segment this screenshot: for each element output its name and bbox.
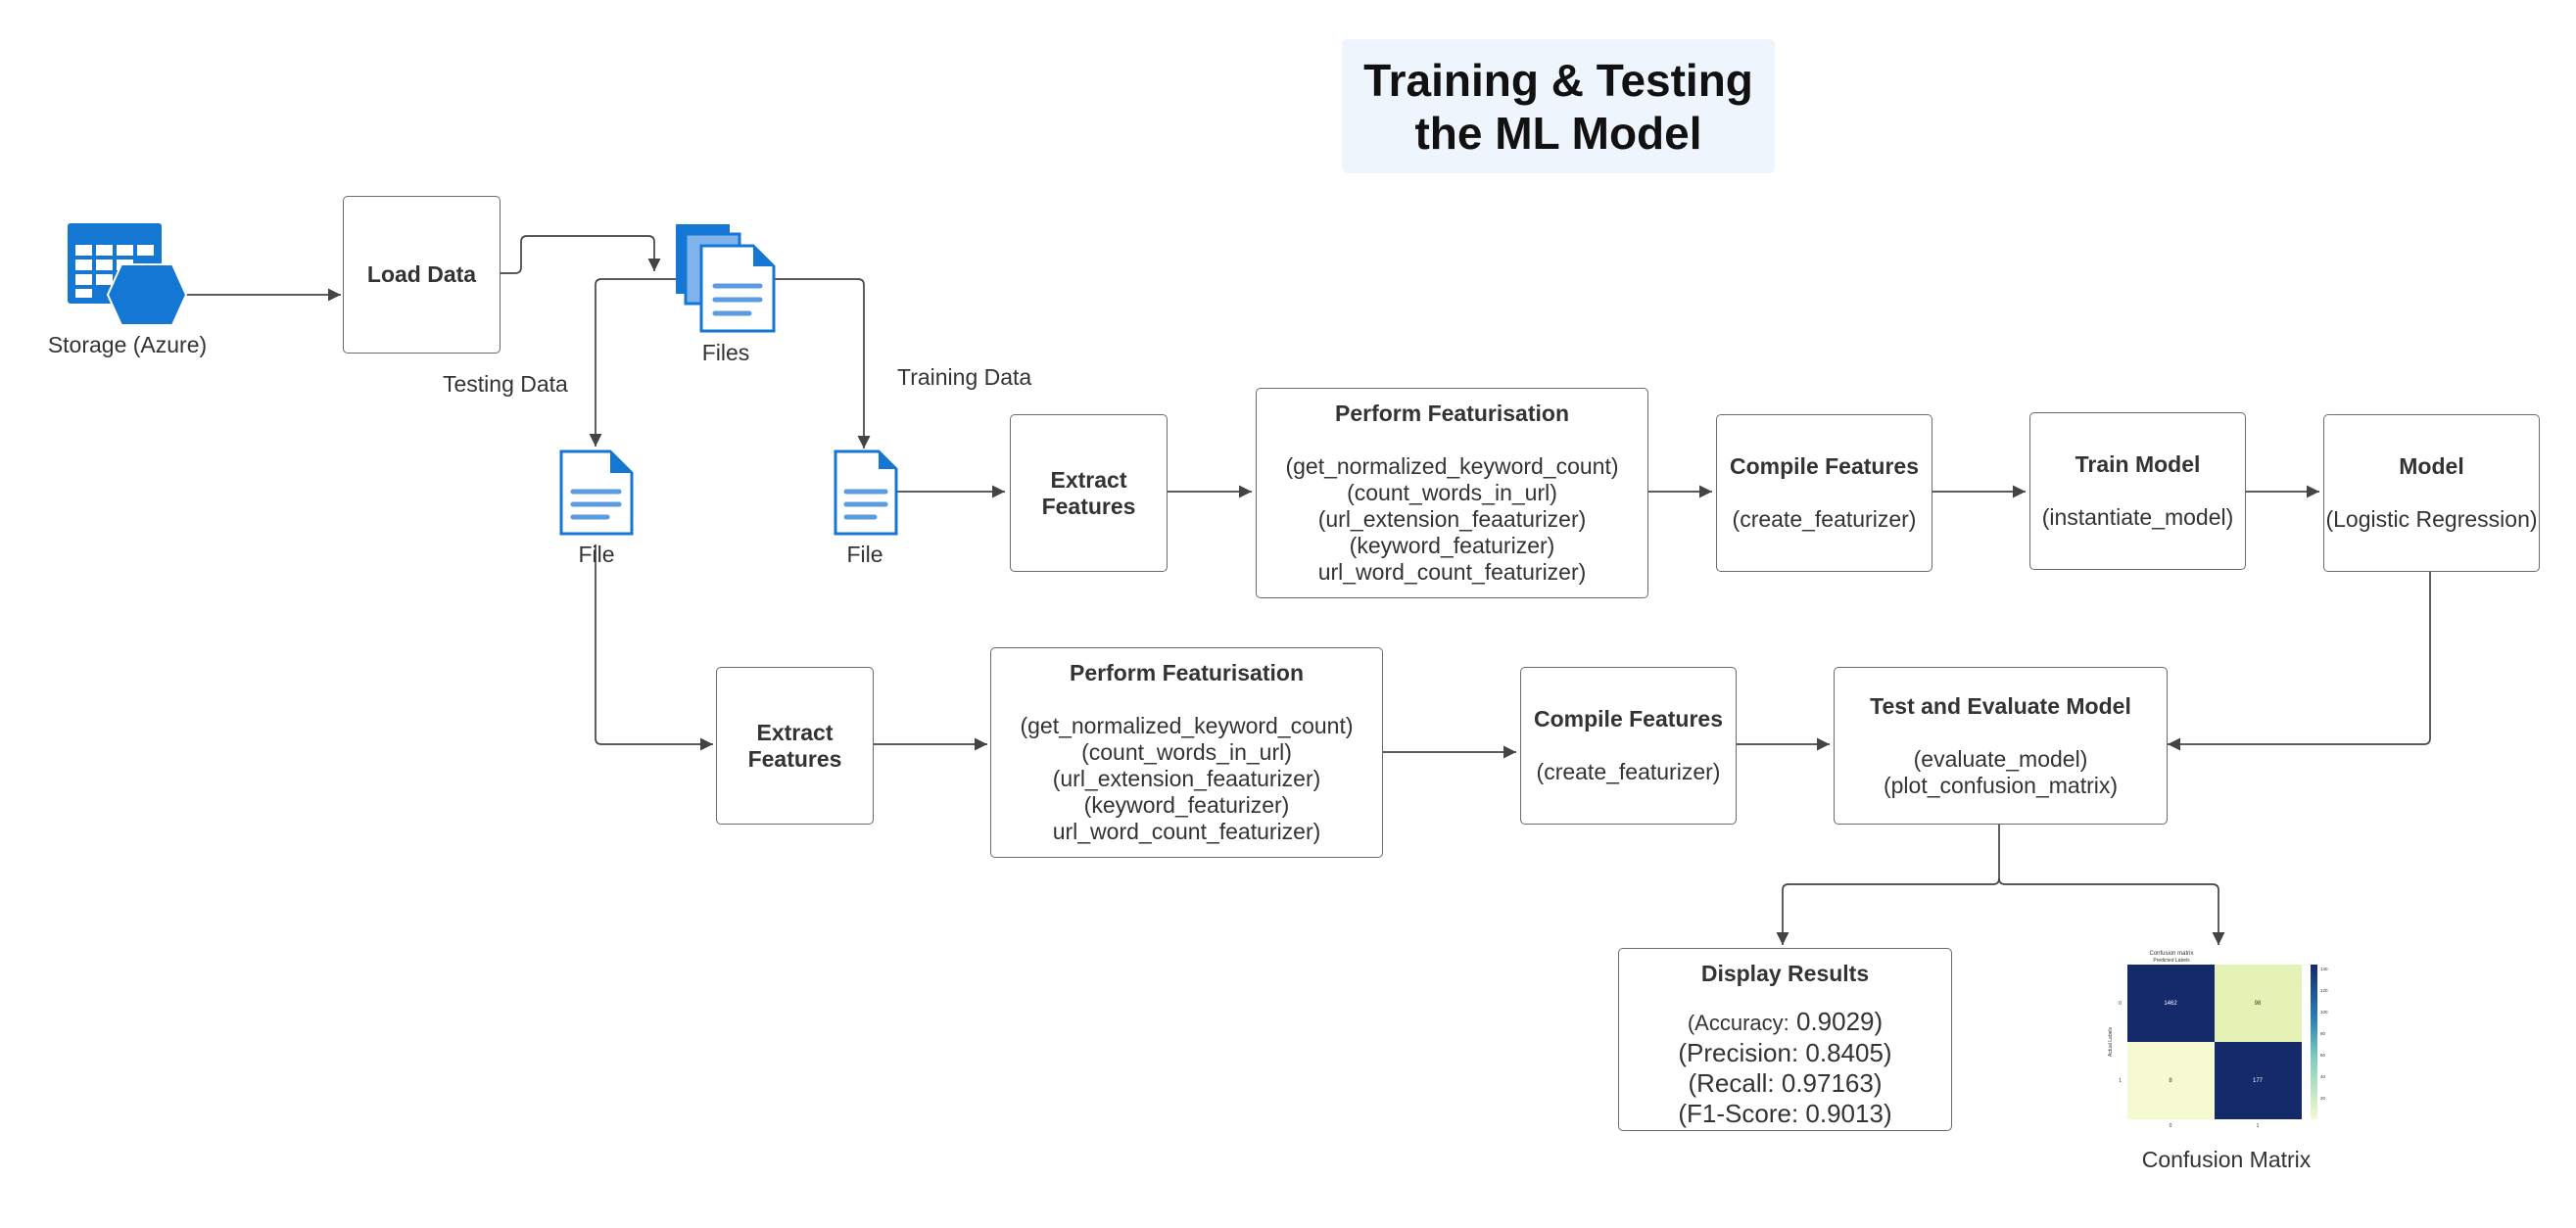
train-featurisation-item: url_word_count_featurizer) bbox=[1317, 559, 1587, 585]
connector-load-files bbox=[500, 235, 661, 274]
train-compile-detail: (create_featurizer) bbox=[1732, 506, 1917, 532]
f1-score-line: (F1-Score: 0.9013) bbox=[1678, 1099, 1892, 1128]
train-featurisation-item: (get_normalized_keyword_count) bbox=[1285, 453, 1619, 479]
test-featurisation-item: (keyword_featurizer) bbox=[1083, 792, 1290, 818]
test-featurisation-box: Perform Featurisation (get_normalized_ke… bbox=[990, 647, 1383, 858]
train-featurisation-item: (count_words_in_url) bbox=[1347, 480, 1557, 505]
test-featurisation-item: (url_extension_feaaturizer) bbox=[1052, 766, 1321, 791]
test-featurisation-item: (get_normalized_keyword_count) bbox=[1020, 713, 1354, 738]
test-featurisation-item: (count_words_in_url) bbox=[1081, 739, 1292, 765]
model-detail: (Logistic Regression) bbox=[2325, 506, 2538, 532]
model-title: Model bbox=[2399, 453, 2464, 479]
title-line-2: the ML Model bbox=[1414, 107, 1702, 159]
train-featurisation-item: (url_extension_feaaturizer) bbox=[1317, 506, 1587, 532]
evaluate-title: Test and Evaluate Model bbox=[1870, 692, 2131, 719]
precision-line: (Precision: 0.8405) bbox=[1678, 1038, 1892, 1067]
storage-label: Storage (Azure) bbox=[47, 332, 208, 357]
train-model-title: Train Model bbox=[2075, 451, 2201, 477]
load-data-box: Load Data bbox=[343, 196, 501, 354]
test-extract-features-box: Extract Features bbox=[716, 667, 874, 825]
train-extract-line-1: Extract bbox=[1050, 466, 1127, 493]
test-extract-line-1: Extract bbox=[756, 719, 834, 745]
accuracy-label: (Accuracy: bbox=[1687, 1011, 1789, 1035]
files-label: Files bbox=[701, 340, 750, 365]
title-line-1: Training & Testing bbox=[1363, 54, 1753, 106]
connector-evaluate-matrix bbox=[1998, 877, 2225, 945]
display-results-box: Display Results (Accuracy: 0.9029) (Prec… bbox=[1618, 948, 1952, 1131]
train-compile-title: Compile Features bbox=[1730, 453, 1919, 479]
train-featurisation-box: Perform Featurisation (get_normalized_ke… bbox=[1256, 388, 1648, 598]
accuracy-line: (Accuracy: 0.9029) bbox=[1688, 1007, 1883, 1038]
train-model-box: Train Model (instantiate_model) bbox=[2029, 412, 2246, 570]
test-compile-detail: (create_featurizer) bbox=[1536, 759, 1721, 784]
connector-evaluate-split bbox=[1776, 823, 2000, 945]
connector-files-testing bbox=[589, 278, 676, 447]
evaluate-model-box: Test and Evaluate Model (evaluate_model)… bbox=[1834, 667, 2168, 825]
testing-data-label: Testing Data bbox=[443, 371, 568, 397]
accuracy-value: 0.9029) bbox=[1795, 1007, 1884, 1036]
evaluate-item: (evaluate_model) bbox=[1913, 745, 2088, 772]
evaluate-item: (plot_confusion_matrix) bbox=[1883, 772, 2119, 798]
load-data-title: Load Data bbox=[366, 261, 477, 287]
connector-file-test-extract bbox=[595, 544, 713, 751]
test-compile-features-box: Compile Features (create_featurizer) bbox=[1520, 667, 1737, 825]
file-train-label: File bbox=[846, 542, 883, 567]
test-featurisation-title: Perform Featurisation bbox=[1070, 660, 1304, 685]
recall-line: (Recall: 0.97163) bbox=[1688, 1068, 1883, 1098]
training-data-label: Training Data bbox=[897, 364, 1032, 390]
connector-files-training bbox=[774, 278, 871, 449]
results-title: Display Results bbox=[1700, 961, 1870, 986]
diagram-title: Training & Testing the ML Model bbox=[1342, 39, 1775, 173]
test-compile-title: Compile Features bbox=[1534, 706, 1723, 732]
train-extract-line-2: Features bbox=[1041, 493, 1136, 519]
test-featurisation-item: url_word_count_featurizer) bbox=[1052, 819, 1321, 844]
test-extract-line-2: Features bbox=[747, 745, 842, 772]
train-extract-features-box: Extract Features bbox=[1010, 414, 1168, 572]
confusion-matrix-label: Confusion Matrix bbox=[2141, 1147, 2312, 1172]
train-featurisation-title: Perform Featurisation bbox=[1335, 401, 1569, 426]
file-test-label: File bbox=[578, 542, 615, 567]
train-model-detail: (instantiate_model) bbox=[2041, 504, 2234, 530]
connector-model-evaluate bbox=[2168, 571, 2431, 751]
train-compile-features-box: Compile Features (create_featurizer) bbox=[1716, 414, 1932, 572]
train-featurisation-item: (keyword_featurizer) bbox=[1349, 533, 1555, 558]
model-box: Model (Logistic Regression) bbox=[2323, 414, 2540, 572]
